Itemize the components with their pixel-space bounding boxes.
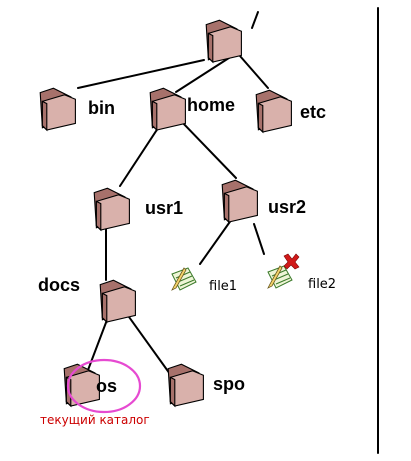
folder-icon-docs[interactable] — [99, 279, 136, 323]
folder-icon-root[interactable] — [205, 19, 242, 63]
folder-label-etc: etc — [300, 102, 327, 122]
connector-root-up — [251, 11, 259, 29]
folder-icon-os[interactable] — [63, 363, 100, 407]
current-directory-label: текущий каталог — [40, 413, 150, 427]
file-nodes — [171, 253, 300, 291]
connector-root-bin — [77, 59, 205, 89]
file-label-file2: file2 — [308, 277, 337, 292]
delete-x-icon — [283, 253, 300, 270]
current-folder-highlight — [66, 358, 142, 414]
folder-label-spo: spo — [213, 374, 246, 394]
folder-icon-spo[interactable] — [167, 363, 204, 407]
folder-label-os: os — [96, 376, 118, 396]
connector-usr2-file1 — [199, 215, 235, 265]
folder-label-usr2: usr2 — [268, 197, 307, 217]
connector-home-usr2 — [179, 119, 237, 179]
connector-root-home — [175, 55, 233, 93]
folder-icon-usr1[interactable] — [93, 187, 130, 231]
folder-icon-etc[interactable] — [255, 89, 292, 133]
folder-label-home: home — [187, 95, 236, 115]
file-edit-icon-file1[interactable] — [171, 267, 197, 291]
file-label-file1: file1 — [209, 279, 238, 294]
folder-icon-bin[interactable] — [39, 87, 76, 131]
connector-home-usr1 — [119, 121, 163, 187]
folder-label-bin: bin — [88, 98, 115, 118]
folder-icon-home[interactable] — [149, 87, 186, 131]
folder-label-docs: docs — [38, 275, 81, 295]
connector-usr2-file2 — [253, 223, 265, 255]
connector-root-etc — [239, 55, 269, 89]
folder-label-usr1: usr1 — [145, 198, 184, 218]
connector-docs-spo — [123, 309, 171, 375]
file-edit-icon-file2[interactable] — [267, 265, 293, 289]
folder-icon-usr2[interactable] — [221, 179, 258, 223]
